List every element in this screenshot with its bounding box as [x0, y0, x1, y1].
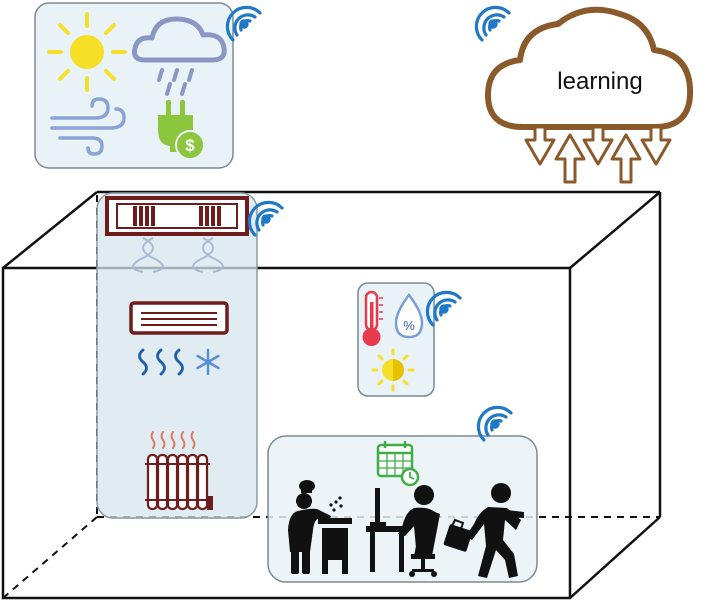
ceiling-vent-icon: [105, 196, 249, 273]
cook-icon: [288, 480, 352, 574]
room-bottom-right-edge: [569, 516, 661, 599]
sun-icon: [47, 12, 127, 92]
room-top-left-edge: [2, 191, 98, 269]
wind-icon: [50, 97, 126, 156]
radiator-icon: [145, 431, 213, 511]
walking-person-icon: [443, 483, 524, 578]
cloud-label: learning: [557, 68, 642, 95]
weather-panel: $: [34, 2, 234, 169]
calendar-icon: [376, 441, 420, 487]
data-exchange-arrows-icon: [524, 125, 672, 184]
room-top-right-edge: [569, 191, 661, 269]
light-icon: [371, 348, 415, 392]
energy-price-plug-icon: $: [158, 100, 205, 160]
occupancy-panel: [267, 435, 538, 583]
thermometer-icon: [362, 290, 383, 346]
wifi-icon-cloud: [474, 5, 511, 42]
svg-text:%: %: [403, 318, 415, 333]
office-worker-icon: [366, 485, 440, 577]
svg-text:$: $: [185, 136, 195, 155]
learning-cloud: learning: [485, 6, 694, 184]
snowflake-icon: [196, 348, 220, 376]
air-conditioner-icon: [129, 301, 229, 376]
wifi-icon-occupancy: [476, 405, 513, 442]
humidity-icon: %: [394, 292, 424, 339]
sensor-panel: %: [357, 282, 435, 397]
hvac-panel: [96, 192, 258, 519]
rain-cloud-icon: [132, 16, 227, 96]
room-box: [1, 190, 662, 600]
